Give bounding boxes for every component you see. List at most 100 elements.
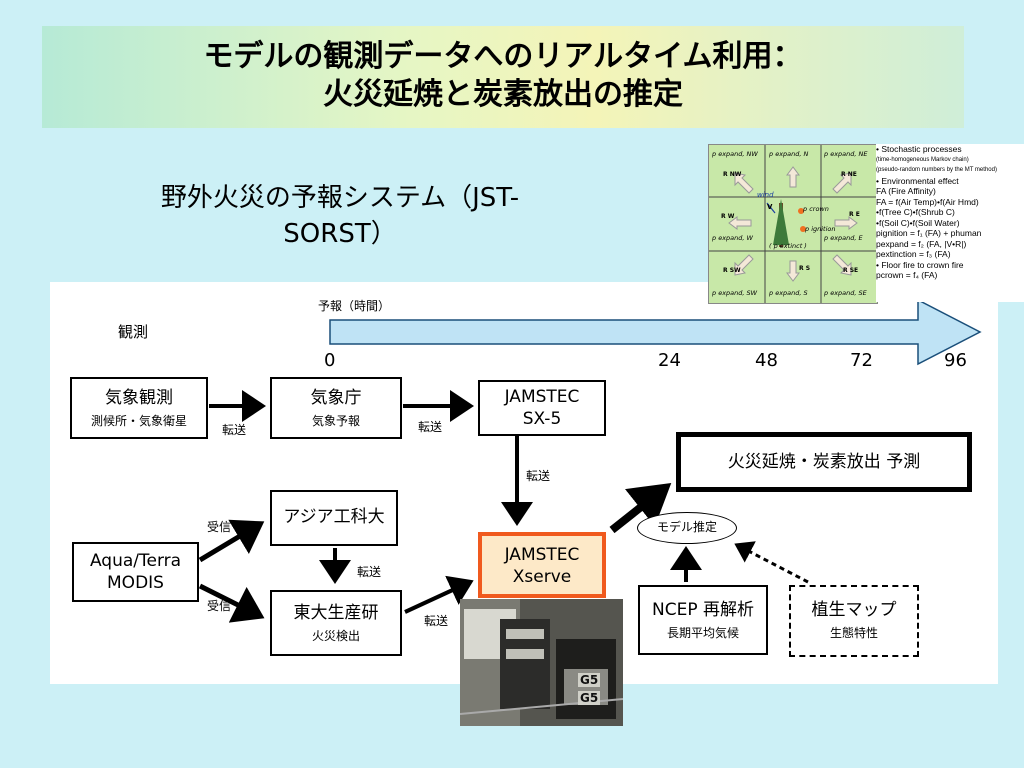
cell-label-nw: p expand, NW xyxy=(712,150,758,158)
box-ncep: NCEP 再解析 長期平均気候 xyxy=(638,585,768,655)
label-modis-ait: 受信 xyxy=(207,520,232,534)
box-sx5-sub: SX-5 xyxy=(522,409,562,429)
center-ignition-label: p ignition xyxy=(805,225,836,233)
vector-label-ne: R NE xyxy=(841,171,857,178)
label-iis-xserve: 転送 xyxy=(424,614,449,628)
box-modis-sub: MODIS xyxy=(107,573,164,593)
box-modis-main: Aqua/Terra xyxy=(89,551,182,571)
model-note-line: (pseudo-random numbers by the MT method) xyxy=(876,167,997,173)
arrow-w xyxy=(728,216,752,230)
timeline-arrow xyxy=(329,298,982,366)
box-forecast: 火災延焼・炭素放出 予測 xyxy=(676,432,972,492)
box-forecast-main: 火災延焼・炭素放出 予測 xyxy=(727,452,921,472)
box-xserve-sub: Xserve xyxy=(512,567,572,587)
label-ait-iis: 転送 xyxy=(357,565,382,579)
center-extinct-label: ( p extinct ) xyxy=(769,242,807,250)
photo-badge-2: G5 xyxy=(578,691,601,705)
timeline-row-label: 観測 xyxy=(118,323,149,341)
box-jma-main: 気象庁 xyxy=(310,388,362,408)
label-obs-jma: 転送 xyxy=(222,423,247,437)
edge-vegmap-model xyxy=(734,541,809,584)
box-meteo-obs-main: 気象観測 xyxy=(105,388,173,408)
cell-label-s: p expand, S xyxy=(769,289,808,297)
arrow-se xyxy=(832,254,852,276)
tick-48: 48 xyxy=(755,350,778,371)
model-note-line: FA (Fire Affinity) xyxy=(876,186,936,196)
model-figure-svg xyxy=(709,145,877,303)
model-note-line: • Environmental effect xyxy=(876,175,959,186)
model-note-line: pignition = f₁ (FA) + phuman xyxy=(876,228,982,238)
title-line-2: 火災延焼と炭素放出の推定 xyxy=(323,77,683,112)
arrow-s xyxy=(786,260,800,282)
tick-0: 0 xyxy=(324,350,336,371)
box-vegmap-sub: 生態特性 xyxy=(829,626,878,640)
box-sx5-main: JAMSTEC xyxy=(504,387,580,407)
model-note-line: • Stochastic processes xyxy=(876,144,962,154)
cell-label-se: p expand, SE xyxy=(824,289,867,297)
photo-badge-1: G5 xyxy=(578,673,601,687)
label-sx5-xserve: 転送 xyxy=(526,469,551,483)
box-iis-sub: 火災検出 xyxy=(311,629,360,643)
model-notes: • Stochastic processes (time-homogeneous… xyxy=(876,144,1024,302)
edge-iis-xserve xyxy=(404,575,474,614)
model-note-line: •f(Soil C)•f(Soil Water) xyxy=(876,217,960,228)
vector-label-sw: R SW xyxy=(723,267,741,274)
wind-vector xyxy=(766,202,776,214)
box-meteo-obs: 気象観測 測候所・気象衛星 xyxy=(70,377,208,439)
box-ncep-sub: 長期平均気候 xyxy=(666,626,739,640)
label-jma-sx5: 転送 xyxy=(418,420,443,434)
server-photo: G5 G5 xyxy=(460,599,623,726)
arrow-n xyxy=(786,166,800,188)
box-vegmap: 植生マップ 生態特性 xyxy=(789,585,919,657)
vector-label-w: R W xyxy=(721,213,735,220)
cell-label-e: p expand, E xyxy=(824,234,863,242)
vector-label-e: R E xyxy=(849,211,860,218)
box-model-est: モデル推定 xyxy=(637,512,737,544)
title-line-1: モデルの観測データへのリアルタイム利用： xyxy=(203,39,803,74)
arrow-ne xyxy=(832,172,852,194)
model-figure: p expand, NW p expand, N p expand, NE p … xyxy=(708,144,878,304)
subtitle-line-1: 野外火災の予報システム（JST- xyxy=(160,183,520,213)
subtitle: 野外火災の予報システム（JST- SORST） xyxy=(80,180,600,252)
arrow-e xyxy=(834,216,858,230)
model-note-line: FA = f(Air Temp)•f(Air Hmd) xyxy=(876,196,979,207)
model-note-line: pextinction = f₃ (FA) xyxy=(876,249,951,259)
box-ait-main: アジア工科大 xyxy=(283,507,385,527)
subtitle-line-2: SORST） xyxy=(283,219,397,249)
cell-label-n: p expand, N xyxy=(769,150,809,158)
vector-label-s: R S xyxy=(799,265,811,272)
model-note-line: (time-homogeneous Markov chain) xyxy=(876,156,969,163)
cell-label-ne: p expand, NE xyxy=(824,150,868,158)
box-iis: 東大生産研 火災検出 xyxy=(270,590,402,656)
center-wind-label: wind xyxy=(757,191,774,199)
tick-72: 72 xyxy=(850,350,873,371)
box-xserve: JAMSTEC Xserve xyxy=(478,532,606,598)
box-ait: アジア工科大 xyxy=(270,490,398,546)
fire-ignition xyxy=(800,226,806,232)
model-note-line: pcrown = f₄ (FA) xyxy=(876,270,938,280)
tick-24: 24 xyxy=(658,350,681,371)
model-note-line: •f(Tree C)•f(Shrub C) xyxy=(876,207,955,217)
arrow-nw xyxy=(734,172,754,194)
model-note-line: • Floor fire to crown fire xyxy=(876,259,964,270)
server-photo-svg xyxy=(460,599,623,726)
box-modis: Aqua/Terra MODIS xyxy=(72,542,199,602)
box-model-est-main: モデル推定 xyxy=(656,520,717,534)
model-note-line: pexpand = f₂ (FA, |V•R|) xyxy=(876,238,967,249)
edge-xserve-forecast xyxy=(609,483,672,534)
vector-label-nw: R NW xyxy=(723,171,742,178)
center-v-label: V xyxy=(767,203,773,211)
cell-label-w: p expand, W xyxy=(712,234,753,242)
timeline-header: 予報（時間） xyxy=(318,299,391,313)
fire-crown xyxy=(798,208,804,214)
label-modis-iis: 受信 xyxy=(207,599,232,613)
box-ncep-main: NCEP 再解析 xyxy=(652,600,754,620)
tick-96: 96 xyxy=(944,350,967,371)
edge-modis-iis xyxy=(198,583,265,623)
box-xserve-main: JAMSTEC xyxy=(504,545,580,565)
box-vegmap-main: 植生マップ xyxy=(811,600,897,620)
box-iis-main: 東大生産研 xyxy=(293,603,379,623)
center-crown-label: p crown xyxy=(803,205,829,213)
box-jma-sub: 気象予報 xyxy=(311,414,360,428)
